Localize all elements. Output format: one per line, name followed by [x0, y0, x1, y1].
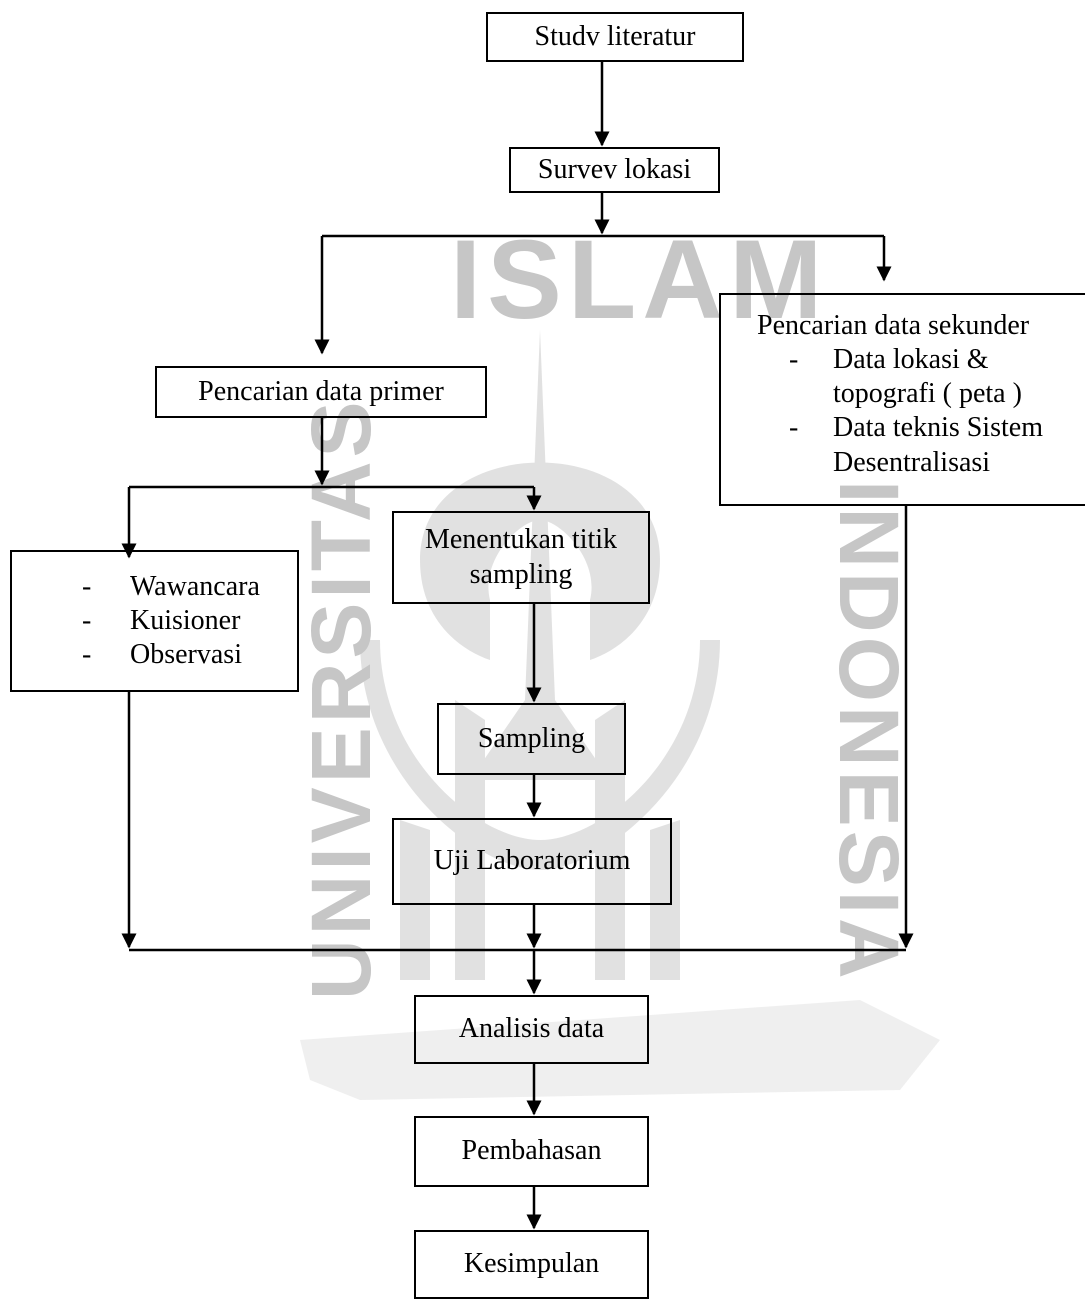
node-sampling: Sampling — [437, 703, 626, 775]
node-primary-data: Pencarian data primer — [155, 366, 487, 418]
method-item: - Observasi — [82, 638, 260, 672]
secondary-data-item: - Data lokasi & topografi ( peta ) — [789, 343, 1043, 411]
node-data-analysis-label: Analisis data — [458, 1013, 605, 1045]
node-sampling-points-line: sampling — [469, 558, 573, 590]
secondary-data-item-line: Data teknis Sistem — [833, 412, 1043, 444]
node-study-literature-label: Studv literatur — [534, 20, 696, 52]
method-item: - Wawancara — [82, 570, 260, 604]
secondary-data-item: - Data teknis Sistem Desentralisasi — [789, 411, 1043, 479]
secondary-data-item-line: Data lokasi & — [833, 344, 989, 376]
node-conclusion-label: Kesimpulan — [463, 1248, 600, 1280]
node-primary-data-label: Pencarian data primer — [198, 375, 444, 407]
list-dash: - — [82, 639, 92, 671]
watermark-arc-text: ISLAM — [450, 217, 828, 342]
node-lab-test: Uji Laboratorium — [392, 818, 672, 905]
watermark-left-text: UNIVERSITAS — [294, 397, 388, 1000]
secondary-data-list: - Data lokasi & topografi ( peta ) - Dat… — [789, 343, 1043, 480]
node-conclusion: Kesimpulan — [414, 1230, 649, 1299]
node-study-literature: Studv literatur — [486, 12, 744, 62]
secondary-data-item-line: Desentralisasi — [833, 446, 991, 478]
method-item: - Kuisioner — [82, 604, 260, 638]
node-sampling-label: Sampling — [477, 722, 586, 754]
methods-list: - Wawancara - Kuisioner - Observasi — [82, 570, 260, 672]
node-discussion-label: Pembahasan — [461, 1135, 602, 1167]
secondary-data-item-line: topografi ( peta ) — [833, 378, 1022, 410]
node-discussion: Pembahasan — [414, 1116, 649, 1187]
method-item-label: Kuisioner — [130, 604, 241, 636]
node-sampling-points-line: Menentukan titik — [424, 524, 618, 556]
node-sampling-points: Menentukan titik sampling — [392, 511, 650, 604]
method-item-label: Wawancara — [130, 570, 260, 602]
list-dash: - — [82, 604, 92, 636]
method-item-label: Observasi — [130, 639, 242, 671]
list-dash: - — [789, 344, 799, 376]
node-methods: - Wawancara - Kuisioner - Observasi — [10, 550, 299, 692]
node-secondary-data: Pencarian data sekunder - Data lokasi & … — [719, 293, 1085, 506]
list-dash: - — [789, 412, 799, 444]
node-survey-location-label: Survev lokasi — [537, 153, 692, 185]
watermark-right-text: INDONESIA — [822, 480, 916, 983]
node-data-analysis: Analisis data — [414, 995, 649, 1064]
node-lab-test-label: Uji Laboratorium — [433, 845, 631, 877]
node-secondary-data-title: Pencarian data sekunder — [757, 310, 1030, 341]
node-survey-location: Survev lokasi — [509, 147, 720, 193]
list-dash: - — [82, 570, 92, 602]
